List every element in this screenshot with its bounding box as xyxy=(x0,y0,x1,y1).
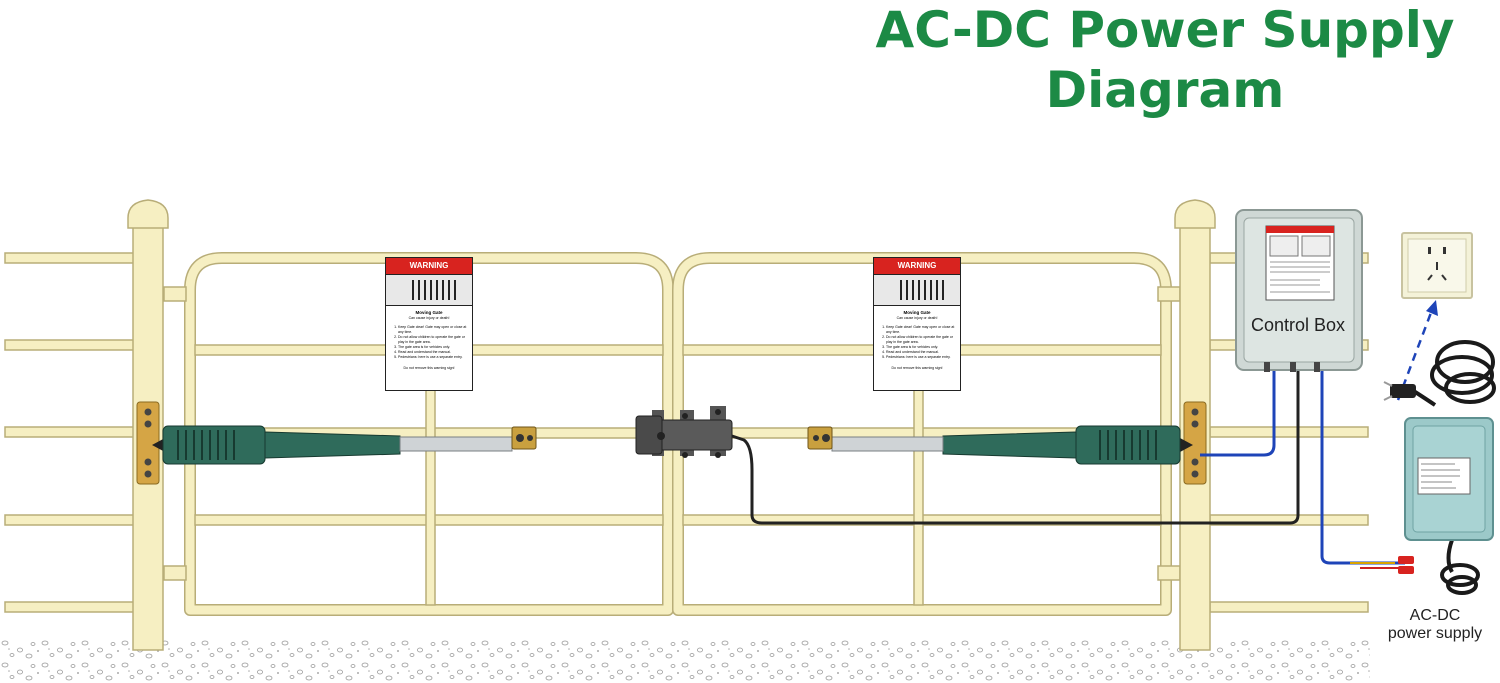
actuator-right xyxy=(807,425,1193,465)
diagram-title-line1: AC-DC Power Supply xyxy=(875,1,1455,59)
warning-subheading: Can cause injury or death! xyxy=(408,316,450,320)
actuator-left xyxy=(152,425,537,465)
fence-left xyxy=(4,252,136,613)
warning-rule: Keep Gate clear! Gate may open or close … xyxy=(398,325,468,335)
warning-sign-right: WARNING Moving Gate Can cause injury or … xyxy=(873,257,961,391)
hinges xyxy=(163,286,1181,581)
warning-heading: Moving Gate xyxy=(415,310,443,315)
warning-rule: Pedestrians: here is use a separate entr… xyxy=(398,355,468,360)
warning-sign-left: WARNING Moving Gate Can cause injury or … xyxy=(385,257,473,391)
warning-rules: Keep Gate clear! Gate may open or close … xyxy=(386,325,472,360)
warning-rule: The gate area is for vehicles only. xyxy=(398,345,468,350)
warning-rule: Pedestrians: here is use a separate entr… xyxy=(886,355,956,360)
power-plug xyxy=(1383,381,1416,401)
wires xyxy=(731,368,1405,569)
warning-heading: Moving Gate xyxy=(903,310,931,315)
gate-leaf-right xyxy=(672,252,1172,616)
post-bracket-left xyxy=(136,401,160,485)
gate-leaf-left xyxy=(184,252,674,616)
power-supply-label: AC-DC power supply xyxy=(1370,607,1500,643)
warning-header: WARNING xyxy=(874,258,960,275)
power-supply-label-line1: AC-DC xyxy=(1409,607,1461,624)
warning-rules: Keep Gate clear! Gate may open or close … xyxy=(874,325,960,360)
warning-rule: The gate area is for vehicles only. xyxy=(886,345,956,350)
warning-header: WARNING xyxy=(386,258,472,275)
gate-lock xyxy=(635,406,733,458)
wire-connectors xyxy=(1398,556,1414,574)
warning-rule: Do not allow children to operate the gat… xyxy=(886,335,956,345)
diagram-title-line2: Diagram xyxy=(1045,61,1285,119)
power-supply-label-line2: power supply xyxy=(1387,625,1483,642)
control-box-label: Control Box xyxy=(1250,315,1346,335)
warning-footer: Do not remove this warning sign! xyxy=(403,366,455,370)
warning-rule: Read and understand the manual. xyxy=(886,350,956,355)
control-box xyxy=(1235,209,1363,372)
warning-pictogram xyxy=(386,275,472,306)
warning-rule: Keep Gate clear! Gate may open or close … xyxy=(886,325,956,335)
warning-footer: Do not remove this warning sign! xyxy=(891,366,943,370)
power-supply-box xyxy=(1404,417,1494,541)
warning-rule: Do not allow children to operate the gat… xyxy=(398,335,468,345)
warning-rule: Read and understand the manual. xyxy=(398,350,468,355)
warning-subheading: Can cause injury or death! xyxy=(896,316,938,320)
warning-pictogram xyxy=(874,275,960,306)
wall-socket-icon xyxy=(1401,232,1473,299)
ground xyxy=(0,640,1370,683)
